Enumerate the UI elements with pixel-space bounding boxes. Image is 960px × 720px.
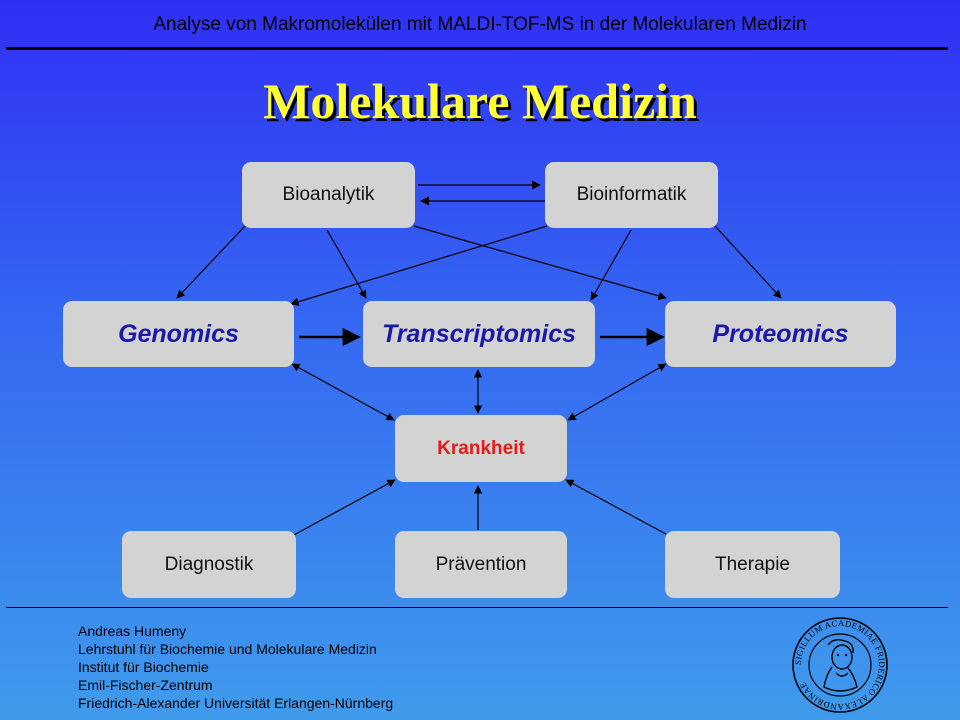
arrow-bioinformatik-to-genomics xyxy=(290,225,548,306)
arrow-diagnostik-to-krankheit xyxy=(291,479,396,537)
header-divider xyxy=(6,47,948,50)
arrow-proteomics-krankheit xyxy=(567,363,667,421)
node-bioinformatik: Bioinformatik xyxy=(545,162,718,228)
footer-chair: Lehrstuhl für Biochemie und Molekulare M… xyxy=(78,641,377,657)
node-therapie: Therapie xyxy=(665,531,840,598)
slide-header: Analyse von Makromolekülen mit MALDI-TOF… xyxy=(153,14,807,35)
footer-author: Andreas Humeny xyxy=(78,623,187,639)
arrow-therapie-to-krankheit xyxy=(565,479,667,535)
node-krankheit: Krankheit xyxy=(395,415,567,482)
arrow-bioinformatik-to-transcriptomics xyxy=(590,229,632,301)
arrow-genomics-krankheit xyxy=(291,363,395,421)
footer-divider xyxy=(6,607,948,608)
footer-institute: Institut für Biochemie xyxy=(78,659,209,675)
footer-affiliation: Andreas Humeny Lehrstuhl für Biochemie u… xyxy=(78,622,393,712)
footer-university: Friedrich-Alexander Universität Erlangen… xyxy=(78,695,394,711)
node-genomics: Genomics xyxy=(63,301,294,367)
node-diagnostik: Diagnostik xyxy=(122,531,296,598)
node-proteomics: Proteomics xyxy=(665,301,896,367)
arrow-bioanalytik-to-genomics xyxy=(176,225,246,299)
arrow-bioanalytik-to-transcriptomics xyxy=(326,229,367,299)
node-praevention: Prävention xyxy=(395,531,567,598)
node-bioanalytik: Bioanalytik xyxy=(242,162,415,228)
footer-center: Emil-Fischer-Zentrum xyxy=(78,677,213,693)
node-transcriptomics: Transcriptomics xyxy=(363,301,595,367)
arrow-bioinformatik-to-proteomics xyxy=(714,225,782,299)
arrow-bioanalytik-to-proteomics xyxy=(413,225,667,300)
slide-title: Molekulare Medizin xyxy=(263,73,697,129)
university-seal-icon: SIGILLUM ACADEMIAE FRIDERICO ALEXANDRINA… xyxy=(792,617,888,713)
